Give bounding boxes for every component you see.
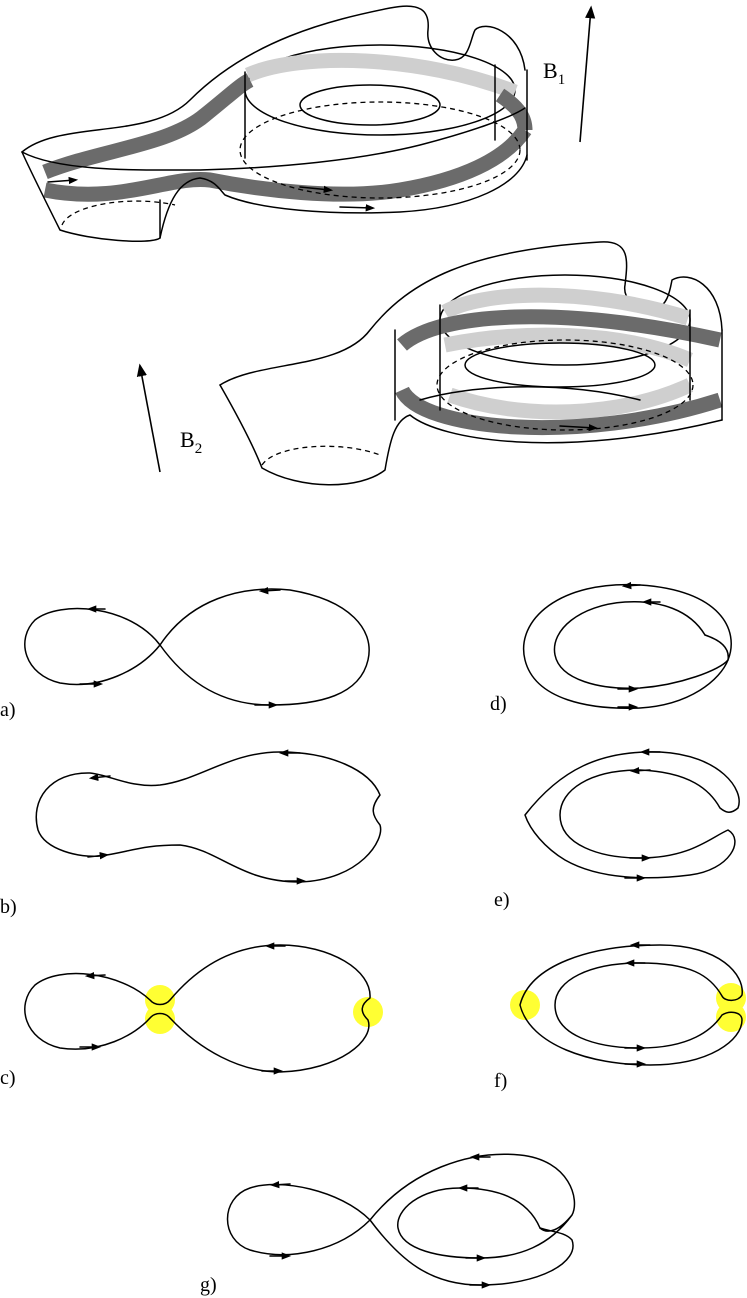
panel-e-curve [524, 748, 740, 882]
highlight-right-lower [716, 1002, 746, 1032]
label-panel-g: g) [200, 1274, 217, 1296]
label-panel-c: c) [0, 1067, 16, 1089]
label-panel-f: f) [494, 1070, 507, 1092]
band-dark-b2 [397, 309, 722, 351]
surface-b2 [219, 241, 723, 486]
label-panel-b: b) [0, 896, 17, 918]
highlight-crossing-lower [145, 1004, 175, 1034]
highlight-right-cusp [353, 997, 383, 1027]
label-panel-e: e) [494, 889, 510, 911]
panel-f-curve [510, 941, 746, 1068]
label-b2: B2 [180, 427, 202, 457]
band-dark-b1 [42, 73, 254, 179]
panel-g-curve [226, 1153, 576, 1289]
panel-d-curve [522, 581, 732, 711]
surface-b1 [21, 5, 533, 242]
band-light-b2 [441, 287, 691, 326]
label-panel-d: d) [490, 693, 507, 715]
panel-c-curve [24, 942, 383, 1075]
highlight-left-cusp [510, 990, 540, 1020]
field-arrow-b2 [136, 363, 161, 473]
band-light-b1 [244, 52, 518, 99]
label-panel-a: a) [0, 699, 16, 721]
field-arrow-b1 [579, 5, 596, 143]
panel-a-curve [24, 586, 370, 709]
label-b1: B1 [543, 58, 565, 88]
panel-b-curve [35, 749, 382, 885]
